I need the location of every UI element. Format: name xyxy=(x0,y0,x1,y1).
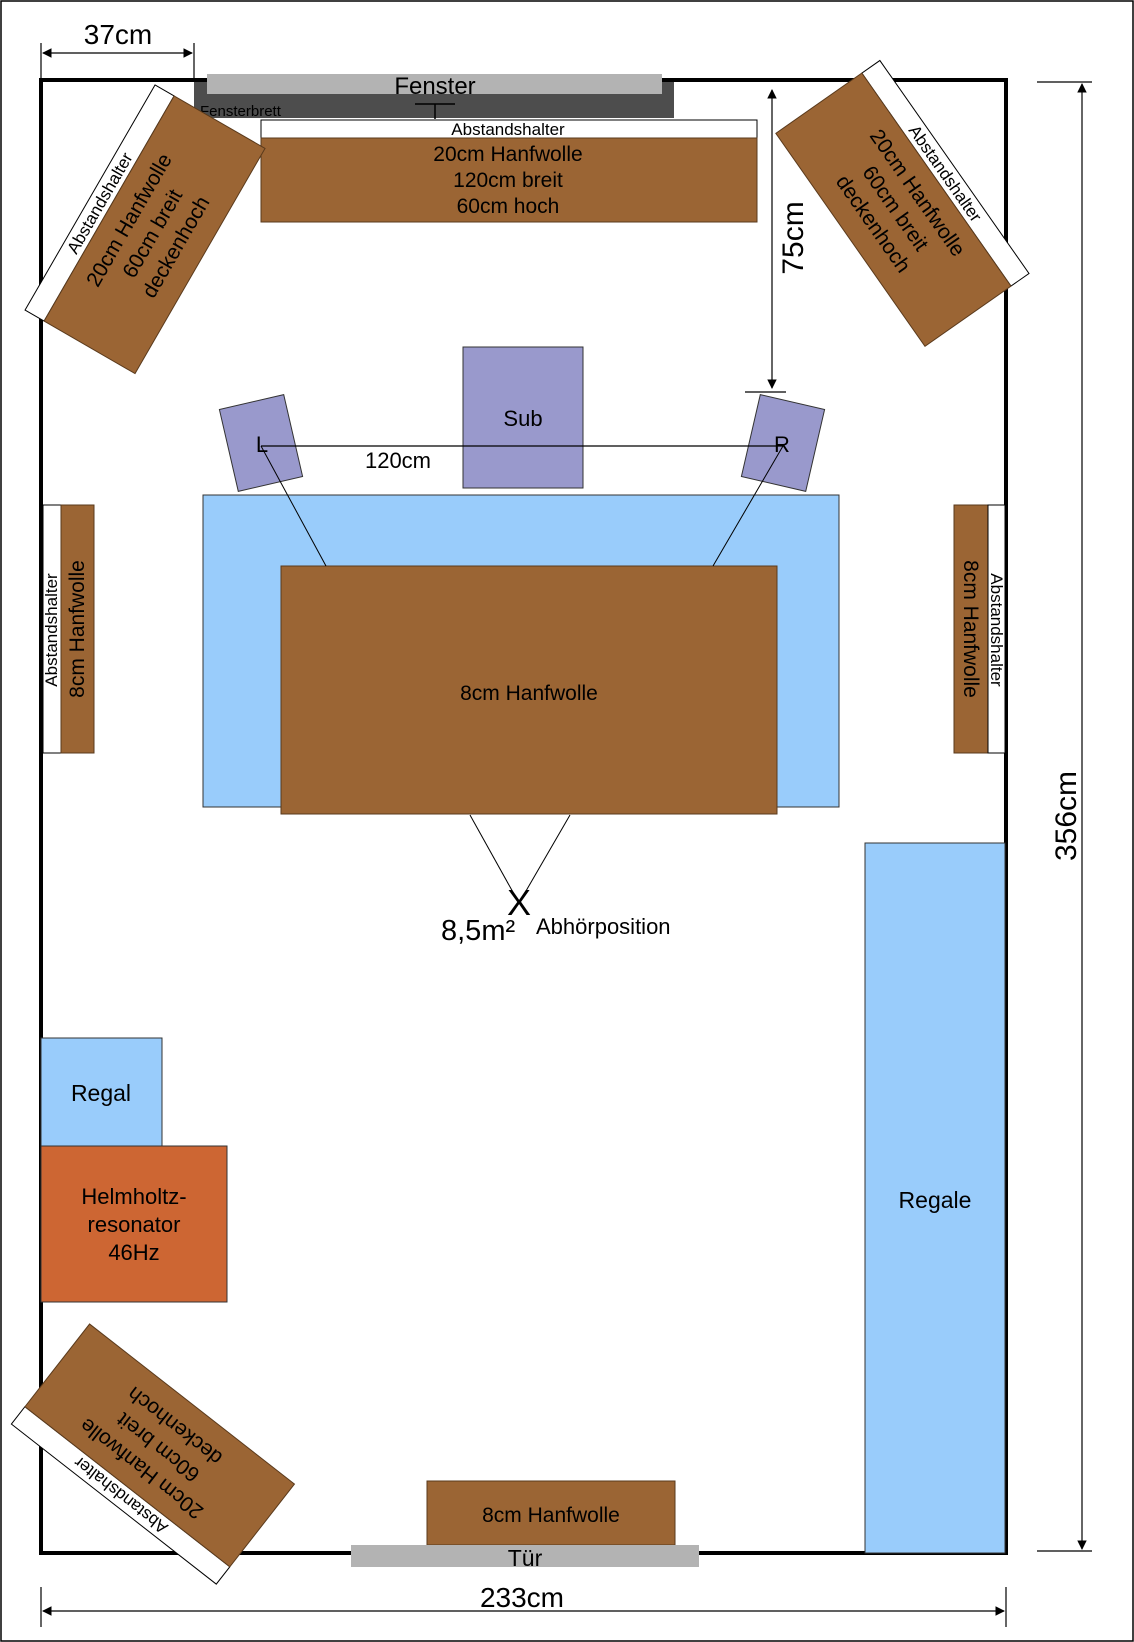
dimension-75cm-label: 75cm xyxy=(777,201,810,274)
triangle-left-lower xyxy=(469,814,520,904)
panel-left-side xyxy=(60,504,95,754)
panel-right-side-label: 8cm Hanfwolle xyxy=(959,560,982,698)
resonator-line1: Helmholtz- xyxy=(81,1184,186,1209)
speaker-right-label: R xyxy=(774,432,790,457)
resonator-line2: resonator xyxy=(88,1212,181,1237)
shelves-large xyxy=(864,842,1006,1554)
helmholtz-resonator xyxy=(40,1145,228,1303)
panel-left-side-label: 8cm Hanfwolle xyxy=(66,560,89,698)
spacer-right-side xyxy=(987,504,1006,754)
speaker-left-label: L xyxy=(256,432,268,457)
triangle-right-lower xyxy=(518,814,571,904)
window-label: Fenster xyxy=(394,73,475,100)
panel-top-center xyxy=(260,137,758,223)
panel-top-center-line1: 20cm Hanfwolle xyxy=(433,143,582,166)
shelves-large-label: Regale xyxy=(899,1187,972,1213)
spacer-top-center-label: Abstandshalter xyxy=(451,120,565,139)
window xyxy=(207,74,662,94)
dimension-37cm-label: 37cm xyxy=(84,19,152,50)
subwoofer xyxy=(462,346,584,489)
ceiling-panel xyxy=(280,565,778,815)
listening-position-label: Abhörposition xyxy=(536,914,671,939)
triangle-left-upper xyxy=(260,445,327,567)
corner-bottom-left-hemp xyxy=(24,1323,296,1568)
room-area-label: 8,5m² xyxy=(441,915,515,947)
resonator-line3: 46Hz xyxy=(108,1240,159,1265)
dimension-75cm: 75cm xyxy=(745,89,810,393)
panel-door xyxy=(426,1480,676,1546)
panel-door-label: 8cm Hanfwolle xyxy=(482,1504,620,1527)
panel-top-center-line2: 120cm breit xyxy=(453,169,563,192)
spacer-right-side-label: Abstandshalter xyxy=(987,573,1006,687)
door xyxy=(351,1545,699,1567)
speaker-left xyxy=(218,394,304,492)
corner-top-right-hemp xyxy=(775,72,1012,348)
corner-panel-top-right: Abstandshalter 20cm Hanfwolle 60cm breit… xyxy=(775,59,1030,348)
window-sill-label: Fensterbrett xyxy=(200,103,282,120)
spacer-left-side-label: Abstandshalter xyxy=(42,573,61,687)
shelf-small-label: Regal xyxy=(71,1080,131,1106)
speaker-right xyxy=(740,394,826,492)
panel-top-center-line3: 60cm hoch xyxy=(457,195,560,218)
room-walls xyxy=(39,78,1008,1555)
dimension-233cm: 233cm xyxy=(40,1582,1007,1627)
subwoofer-label: Sub xyxy=(503,406,542,431)
panel-right-side xyxy=(953,504,989,754)
triangle-right-upper xyxy=(712,445,784,567)
corner-top-left-hemp xyxy=(43,95,266,375)
ceiling-panel-label: 8cm Hanfwolle xyxy=(460,682,598,705)
listening-position-marker: X xyxy=(507,882,531,923)
dimension-356cm-label: 356cm xyxy=(1050,771,1083,861)
dimension-233cm-label: 233cm xyxy=(480,1582,564,1613)
shelf-small xyxy=(40,1037,163,1147)
speaker-spacing-label: 120cm xyxy=(365,448,431,473)
dimension-356cm: 356cm xyxy=(1037,81,1092,1552)
door-label: Tür xyxy=(508,1545,543,1571)
dimension-37cm: 37cm xyxy=(40,19,195,78)
